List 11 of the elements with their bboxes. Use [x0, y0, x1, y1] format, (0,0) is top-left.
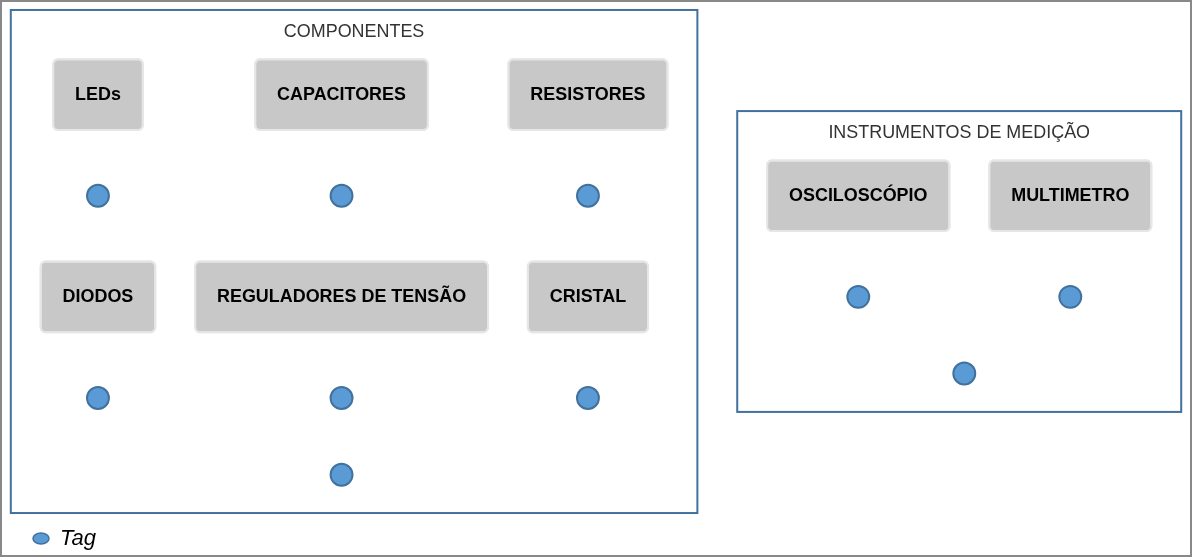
- node-circle: [329, 183, 354, 208]
- node-circle: [576, 386, 600, 410]
- node-circle: [952, 361, 977, 386]
- node-circle: [576, 183, 600, 208]
- node-circle: [86, 183, 110, 208]
- node-circle: [846, 284, 871, 309]
- node-circle: [329, 462, 354, 487]
- node-circle: [329, 386, 354, 410]
- node-circle: [1058, 284, 1083, 309]
- node-circle: [86, 386, 110, 410]
- legend-text: Tag: [60, 525, 96, 551]
